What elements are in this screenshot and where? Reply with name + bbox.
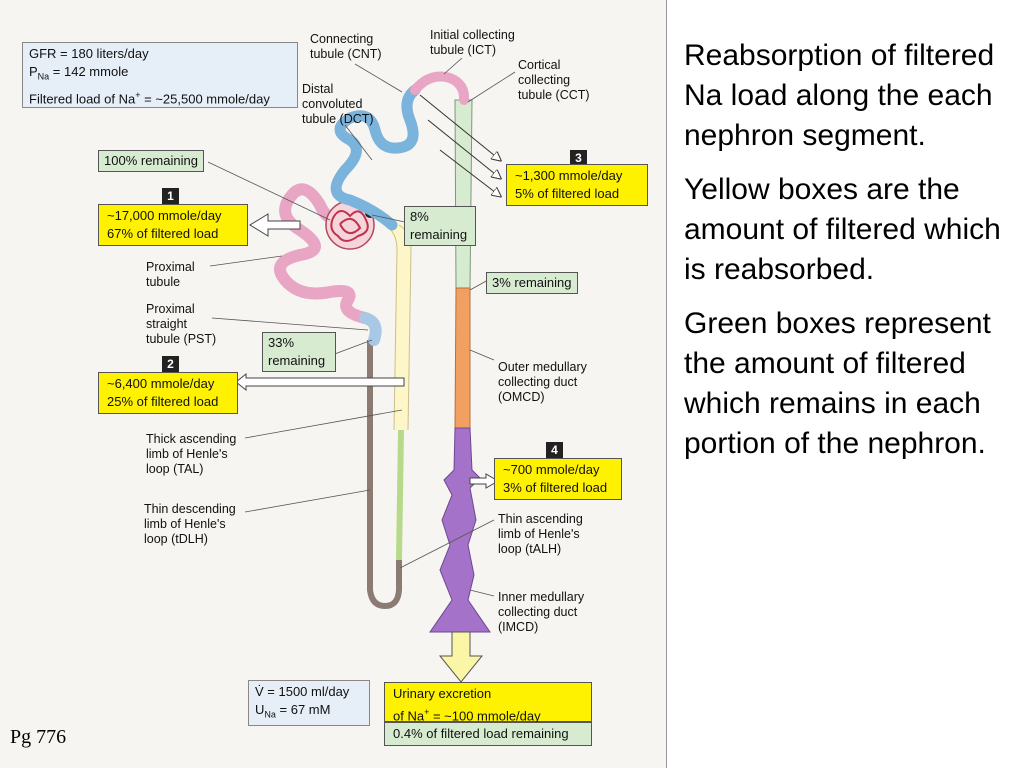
label-dct: Distal convoluted tubule (DCT) [302, 82, 374, 126]
urine-flow-box: V̇ = 1500 ml/day UNa = 67 mM [248, 680, 370, 726]
nephron-figure: GFR = 180 liters/day PNa = 142 mmole Fil… [0, 0, 667, 768]
label-tdlh: Thin descending limb of Henle's loop (tD… [144, 502, 236, 546]
remaining-8-box: 8% remaining [404, 206, 476, 246]
urinary-excretion-box: Urinary excretion of Na+ = ~100 mmole/da… [384, 682, 592, 723]
inner-medullary-collecting-duct [429, 427, 491, 633]
box-number-4: 4 [546, 442, 563, 459]
label-cnt: Connecting tubule (CNT) [310, 32, 382, 61]
slide-paragraph-3: Green boxes represent the amount of filt… [684, 307, 991, 460]
slide-paragraph-2: Yellow boxes are the amount of filtered … [684, 173, 1001, 286]
reabsorbed-box-4: ~700 mmole/day 3% of filtered load [494, 458, 622, 500]
gfr-summary-box: GFR = 180 liters/day PNa = 142 mmole Fil… [22, 42, 298, 108]
box-number-3: 3 [570, 150, 587, 167]
thin-ascending-limb [396, 429, 404, 561]
label-proximal-tubule: Proximal tubule [146, 260, 195, 289]
thin-descending-limb [367, 340, 402, 610]
reabsorbed-box-1: ~17,000 mmole/day 67% of filtered load [98, 204, 248, 246]
label-tal: Thick ascending limb of Henle's loop (TA… [146, 432, 237, 476]
outer-medullary-collecting-duct [454, 287, 471, 429]
label-omcd: Outer medullary collecting duct (OMCD) [498, 360, 587, 404]
remaining-3-box: 3% remaining [486, 272, 578, 294]
label-talh: Thin ascending limb of Henle's loop (tAL… [498, 512, 583, 556]
slide-text: Reabsorption of filtered Na load along t… [684, 36, 1014, 478]
connecting-tubule-arc [410, 71, 470, 105]
box-number-2: 2 [162, 356, 179, 373]
label-cct: Cortical collecting tubule (CCT) [518, 58, 590, 102]
remaining-100-box: 100% remaining [98, 150, 204, 172]
thick-ascending-limb [388, 218, 412, 431]
plasma-na-text: PNa = 142 mmole [29, 64, 129, 82]
remaining-0-4-box: 0.4% of filtered load remaining [384, 722, 592, 746]
box-number-1: 1 [162, 188, 179, 205]
proximal-straight-tubule [359, 312, 382, 346]
label-ict: Initial collecting tubule (ICT) [430, 28, 515, 57]
reabsorbed-box-3: ~1,300 mmole/day 5% of filtered load [506, 164, 648, 206]
slide-paragraph-1: Reabsorption of filtered Na load along t… [684, 39, 995, 152]
filtered-load-text: Filtered load of Na+ = ~25,500 mmole/day [29, 89, 270, 106]
label-pst: Proximal straight tubule (PST) [146, 302, 217, 346]
label-imcd: Inner medullary collecting duct (IMCD) [498, 590, 585, 634]
cortical-collecting-duct [454, 99, 473, 289]
page-reference: Pg 776 [10, 726, 67, 748]
remaining-33-box: 33% remaining [262, 332, 336, 372]
gfr-text: GFR = 180 liters/day [29, 46, 149, 61]
nephron-diagram [207, 57, 516, 683]
proximal-convoluted-tubule [274, 183, 371, 324]
reabsorbed-box-2: ~6,400 mmole/day 25% of filtered load [98, 372, 238, 414]
distal-convoluted-tubule [330, 84, 421, 231]
